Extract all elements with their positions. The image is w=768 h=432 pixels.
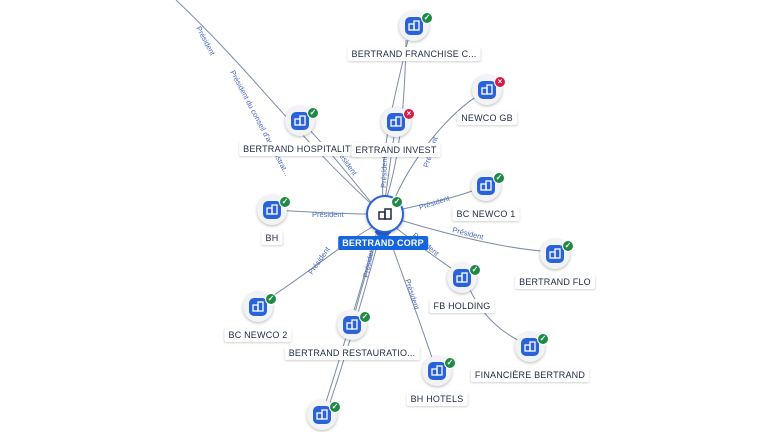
edge-label-bh: Président bbox=[312, 210, 345, 219]
node-label: FB HOLDING bbox=[429, 299, 495, 313]
check-badge-icon: ✓ bbox=[469, 264, 481, 276]
check-badge-icon: ✓ bbox=[562, 240, 574, 252]
check-badge-icon: ✓ bbox=[493, 172, 505, 184]
building-icon bbox=[381, 107, 411, 137]
check-badge-icon: ✓ bbox=[279, 196, 291, 208]
node-label: BERTRAND FRANCHISE C... bbox=[347, 47, 481, 61]
check-badge-icon: ✓ bbox=[307, 107, 319, 119]
center-label: BERTRAND CORP bbox=[338, 236, 428, 250]
edge-labels: Président du conseil d'administrat... Pr… bbox=[194, 25, 485, 312]
building-icon bbox=[540, 239, 570, 269]
edge-label-top: Président bbox=[194, 25, 217, 58]
edge-label-invest: Président bbox=[379, 155, 389, 188]
check-badge-icon: ✓ bbox=[444, 357, 456, 369]
edge-label-flo: Président bbox=[452, 225, 486, 242]
check-badge-icon: ✓ bbox=[391, 196, 403, 208]
node-label: NEWCO GB bbox=[457, 111, 517, 125]
node-label: BH bbox=[261, 231, 283, 245]
closed-badge-icon: × bbox=[403, 108, 415, 120]
node-label: BERTRAND FLO bbox=[515, 275, 595, 289]
building-icon bbox=[307, 400, 337, 430]
node-label: ERTRAND INVEST bbox=[351, 143, 441, 157]
edge-label-ca: Président du conseil d'administrat... bbox=[228, 69, 291, 178]
building-icon bbox=[515, 332, 545, 362]
company-glyph-icon bbox=[378, 208, 392, 220]
node-label: BERTRAND RESTAURATIO... bbox=[284, 346, 420, 360]
building-icon bbox=[471, 171, 501, 201]
node-label: BH HOTELS bbox=[406, 392, 468, 406]
edge-label-bh-hotels: Président bbox=[403, 278, 422, 312]
check-badge-icon: ✓ bbox=[265, 293, 277, 305]
node-label: BC NEWCO 2 bbox=[224, 328, 292, 342]
check-badge-icon: ✓ bbox=[421, 12, 433, 24]
check-badge-icon: ✓ bbox=[359, 311, 371, 323]
edge-top-left bbox=[175, 0, 381, 213]
edge-flo bbox=[399, 219, 556, 253]
closed-badge-icon: × bbox=[494, 76, 506, 88]
edge-label-bc-newco2: Président bbox=[306, 244, 332, 276]
edge-label-bc-newco1: Président bbox=[418, 193, 452, 212]
check-badge-icon: ✓ bbox=[537, 333, 549, 345]
node-label: BERTRAND HOSPITALITY bbox=[239, 142, 361, 156]
node-label: FINANCIÈRE BERTRAND bbox=[470, 368, 590, 382]
edge-hospitality bbox=[299, 119, 377, 209]
node-label: BC NEWCO 1 bbox=[452, 207, 520, 221]
building-icon bbox=[337, 310, 367, 340]
check-badge-icon: ✓ bbox=[329, 401, 341, 413]
